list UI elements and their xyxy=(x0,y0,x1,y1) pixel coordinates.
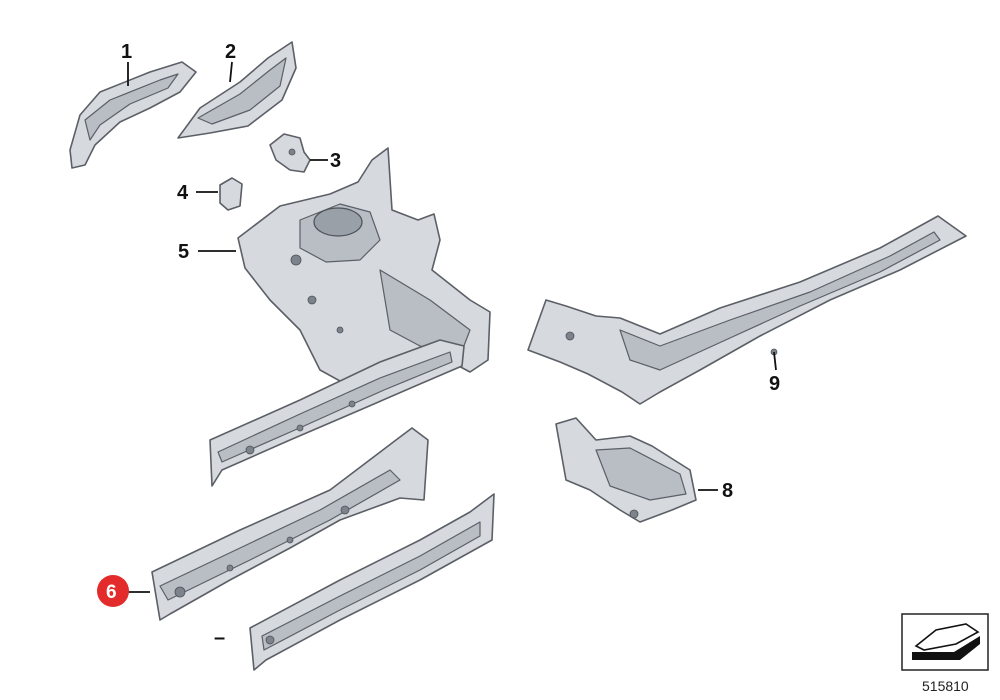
callout-9[interactable]: 9 xyxy=(769,373,780,395)
part-6[interactable] xyxy=(151,427,429,621)
leader-2 xyxy=(229,61,233,83)
diagram-id: 515810 xyxy=(922,678,969,694)
callout-2[interactable]: 2 xyxy=(225,41,236,63)
front-rail-upper[interactable] xyxy=(209,339,465,487)
part-3[interactable] xyxy=(269,133,311,173)
part-7[interactable] xyxy=(249,493,495,671)
part-1[interactable] xyxy=(69,61,197,169)
part-2[interactable] xyxy=(177,41,297,139)
callout-1[interactable]: 1 xyxy=(121,41,132,63)
callout-6-badge[interactable] xyxy=(97,575,129,607)
callout-3[interactable]: 3 xyxy=(330,150,341,172)
car-part-symbol-icon xyxy=(901,613,989,671)
callout-5[interactable]: 5 xyxy=(178,241,189,263)
callout-6[interactable]: 6 xyxy=(106,582,117,603)
callout-7[interactable]: – xyxy=(214,627,225,649)
part-4[interactable] xyxy=(219,177,243,211)
callout-4[interactable]: 4 xyxy=(177,182,189,204)
part-9[interactable] xyxy=(527,215,967,405)
part-8[interactable] xyxy=(555,417,697,523)
part-5[interactable] xyxy=(237,147,491,393)
callout-8[interactable]: 8 xyxy=(722,480,733,502)
leader-9 xyxy=(773,351,777,371)
